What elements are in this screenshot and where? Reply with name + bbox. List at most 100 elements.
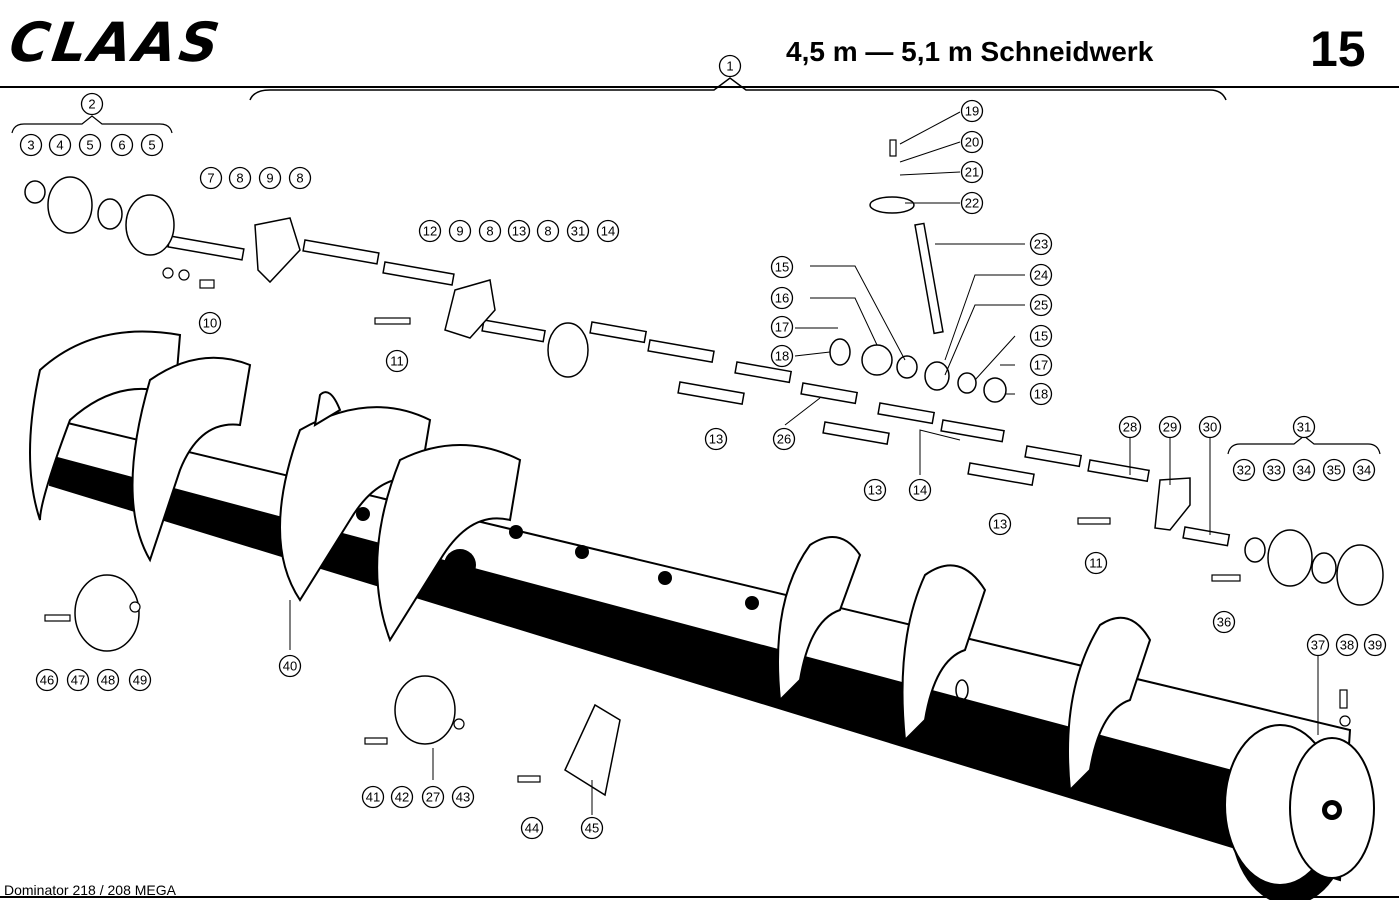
callout-c9a: 9	[258, 166, 282, 190]
callout-c6: 6	[110, 133, 134, 157]
callout-label: 30	[1203, 420, 1217, 435]
callout-label: 8	[544, 224, 551, 239]
callout-c35: 35	[1322, 458, 1346, 482]
callout-circle	[580, 816, 604, 840]
callout-label: 34	[1297, 463, 1311, 478]
callout-c1: 1	[718, 54, 742, 78]
callout-c24: 24	[1029, 263, 1053, 287]
callout-circle	[1029, 382, 1053, 406]
callout-circle	[1084, 551, 1108, 575]
callout-label: 39	[1368, 638, 1382, 653]
callout-label: 38	[1340, 638, 1354, 653]
callout-label: 22	[965, 196, 979, 211]
callout-label: 18	[1034, 387, 1048, 402]
frame-top-rule	[0, 86, 1399, 88]
callout-label: 49	[133, 673, 147, 688]
callout-circle	[1335, 633, 1359, 657]
callout-circle	[960, 191, 984, 215]
callout-label: 37	[1311, 638, 1325, 653]
auger-tube	[48, 418, 1375, 900]
callout-circle	[390, 785, 414, 809]
callout-c18a: 18	[770, 344, 794, 368]
callout-circle	[1029, 293, 1053, 317]
callout-label: 32	[1237, 463, 1251, 478]
callout-circle	[1352, 458, 1376, 482]
callout-c34b: 34	[1352, 458, 1376, 482]
callout-circle	[80, 92, 104, 116]
callout-c14b: 14	[908, 478, 932, 502]
callout-circle	[960, 160, 984, 184]
callout-label: 13	[993, 517, 1007, 532]
callout-circle	[1198, 415, 1222, 439]
callout-c11b: 11	[1084, 551, 1108, 575]
callout-c8c: 8	[478, 219, 502, 243]
callout-circle	[1158, 415, 1182, 439]
callout-c46: 46	[35, 668, 59, 692]
callout-label: 1	[726, 59, 733, 74]
frame-bottom-rule	[0, 896, 1399, 898]
callout-c12: 12	[418, 219, 442, 243]
callout-circle	[19, 133, 43, 157]
callout-c32: 32	[1232, 458, 1256, 482]
callout-c5a: 5	[78, 133, 102, 157]
callout-circle	[1292, 458, 1316, 482]
callout-c26: 26	[772, 427, 796, 451]
callout-c8d: 8	[536, 219, 560, 243]
auger-flights	[29, 330, 1152, 793]
finger-shafts	[167, 222, 1231, 547]
callout-circle	[199, 166, 223, 190]
callout-circle	[770, 344, 794, 368]
fasteners	[44, 139, 1351, 783]
callout-c16: 16	[770, 286, 794, 310]
callout-c34a: 34	[1292, 458, 1316, 482]
callout-circle	[1232, 458, 1256, 482]
callout-c21: 21	[960, 160, 984, 184]
callout-circle	[908, 478, 932, 502]
callout-circle	[1118, 415, 1142, 439]
callout-circle	[1292, 415, 1316, 439]
leader-lines	[289, 111, 1319, 815]
callout-circle	[361, 785, 385, 809]
callout-label: 8	[236, 171, 243, 186]
callout-c37: 37	[1306, 633, 1330, 657]
callout-c42: 42	[390, 785, 414, 809]
callout-c8b: 8	[288, 166, 312, 190]
page-title: 4,5 m — 5,1 m Schneidwerk	[786, 36, 1154, 67]
callout-c48: 48	[96, 668, 120, 692]
callout-c38: 38	[1335, 633, 1359, 657]
callout-label: 11	[390, 354, 404, 369]
callout-circle	[1029, 353, 1053, 377]
callout-label: 27	[426, 790, 440, 805]
callout-c40: 40	[278, 654, 302, 678]
callout-label: 10	[203, 316, 217, 331]
callout-c44: 44	[520, 816, 544, 840]
callout-circle	[228, 166, 252, 190]
callout-label: 41	[366, 790, 380, 805]
callout-label: 31	[571, 224, 585, 239]
callout-circle	[770, 286, 794, 310]
callout-label: 43	[456, 790, 470, 805]
callout-c45: 45	[580, 816, 604, 840]
group-bracket-31	[1227, 435, 1381, 455]
callout-c13c: 13	[863, 478, 887, 502]
callout-c17b: 17	[1029, 353, 1053, 377]
callout-label: 19	[965, 104, 979, 119]
callout-c17a: 17	[770, 315, 794, 339]
callout-label: 20	[965, 135, 979, 150]
callout-c15b: 15	[1029, 324, 1053, 348]
footer-model: Dominator 218 / 208 MEGA	[4, 882, 176, 898]
callout-label: 18	[775, 349, 789, 364]
callout-circle	[78, 133, 102, 157]
callout-c23: 23	[1029, 232, 1053, 256]
callout-circle	[48, 133, 72, 157]
callout-circle	[770, 315, 794, 339]
callout-c36: 36	[1212, 610, 1236, 634]
callout-label: 9	[266, 171, 273, 186]
callout-c5b: 5	[140, 133, 164, 157]
callout-label: 33	[1267, 463, 1281, 478]
callout-label: 14	[601, 224, 615, 239]
callout-label: 4	[56, 138, 63, 153]
callout-circle	[140, 133, 164, 157]
callout-circle	[385, 349, 409, 373]
callout-c14a: 14	[596, 219, 620, 243]
